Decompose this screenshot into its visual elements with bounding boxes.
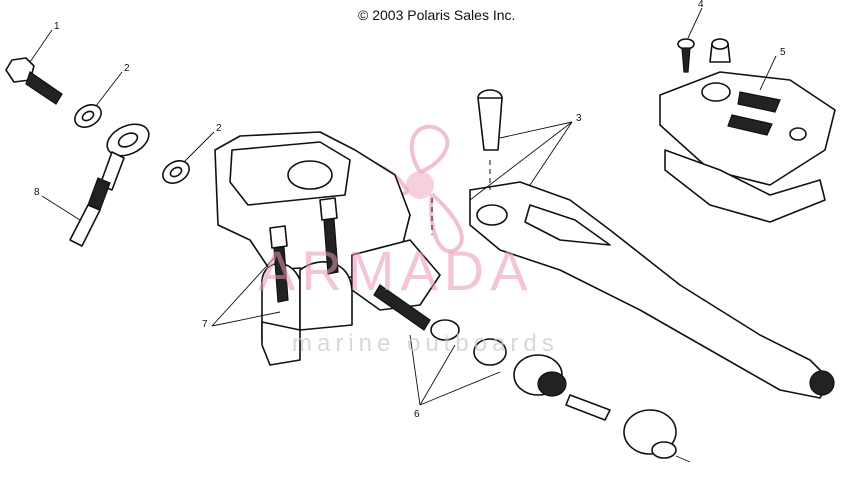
callout-5: 5 — [780, 47, 786, 58]
callout-4: 4 — [698, 0, 704, 10]
part-3-pivot-pin — [477, 89, 503, 190]
part-8-banjo-hose — [69, 123, 150, 247]
part-2-washer-upper — [74, 104, 102, 128]
part-5-reservoir-cover — [659, 71, 836, 223]
part-7-clamp-screws — [269, 197, 339, 303]
part-4-screw — [677, 38, 731, 73]
callout-8: 8 — [34, 187, 40, 198]
callout-7: 7 — [202, 319, 208, 330]
callout-1: 1 — [54, 21, 60, 32]
part-6-piston-assembly — [373, 284, 691, 463]
leader-lines — [29, 7, 777, 406]
watermark-brand: ARMADA — [258, 239, 534, 302]
part-2-washer-lower — [162, 160, 190, 184]
callout-6: 6 — [414, 409, 420, 420]
copyright-notice: © 2003 Polaris Sales Inc. — [358, 7, 516, 23]
callout-2-upper: 2 — [124, 63, 130, 74]
part-3-lever — [469, 181, 835, 399]
master-cylinder-body — [214, 131, 441, 366]
callout-3: 3 — [576, 113, 582, 124]
callout-2-lower: 2 — [216, 123, 222, 134]
watermark-tagline: marine outboards — [292, 330, 559, 357]
part-1-banjo-bolt — [5, 57, 63, 105]
